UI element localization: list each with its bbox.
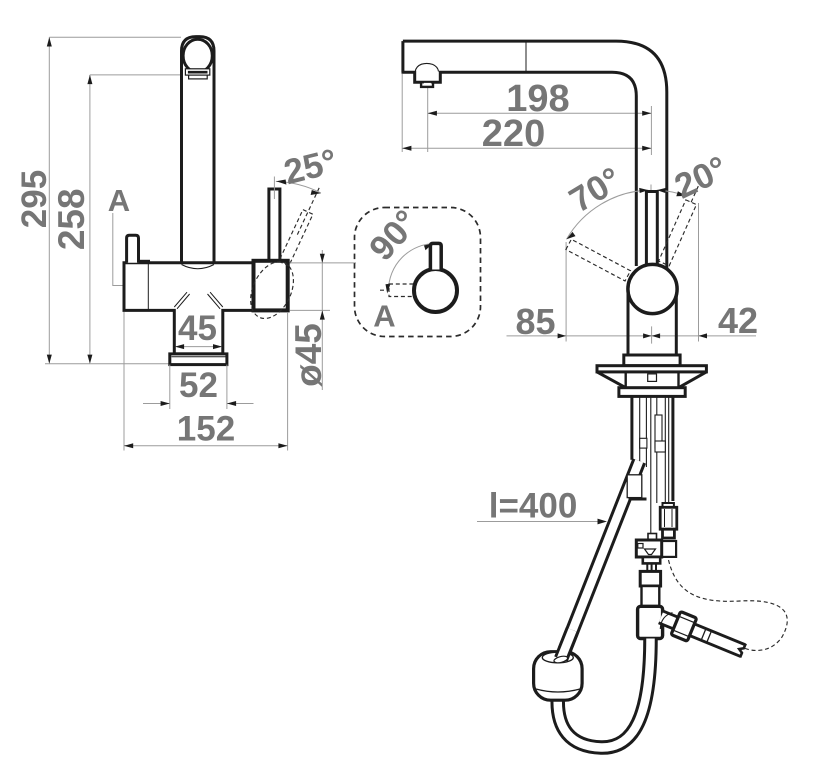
svg-text:85: 85 (515, 301, 555, 342)
svg-text:l=400: l=400 (489, 487, 578, 526)
svg-text:45: 45 (178, 309, 217, 348)
svg-text:ø45: ø45 (288, 323, 329, 387)
svg-text:42: 42 (718, 300, 758, 341)
svg-text:A: A (373, 299, 395, 334)
svg-text:258: 258 (51, 188, 92, 250)
svg-text:295: 295 (15, 170, 54, 228)
svg-text:198: 198 (506, 78, 569, 120)
svg-text:A: A (108, 183, 130, 218)
svg-text:220: 220 (482, 113, 545, 155)
svg-text:152: 152 (177, 410, 235, 449)
svg-text:52: 52 (179, 366, 218, 405)
